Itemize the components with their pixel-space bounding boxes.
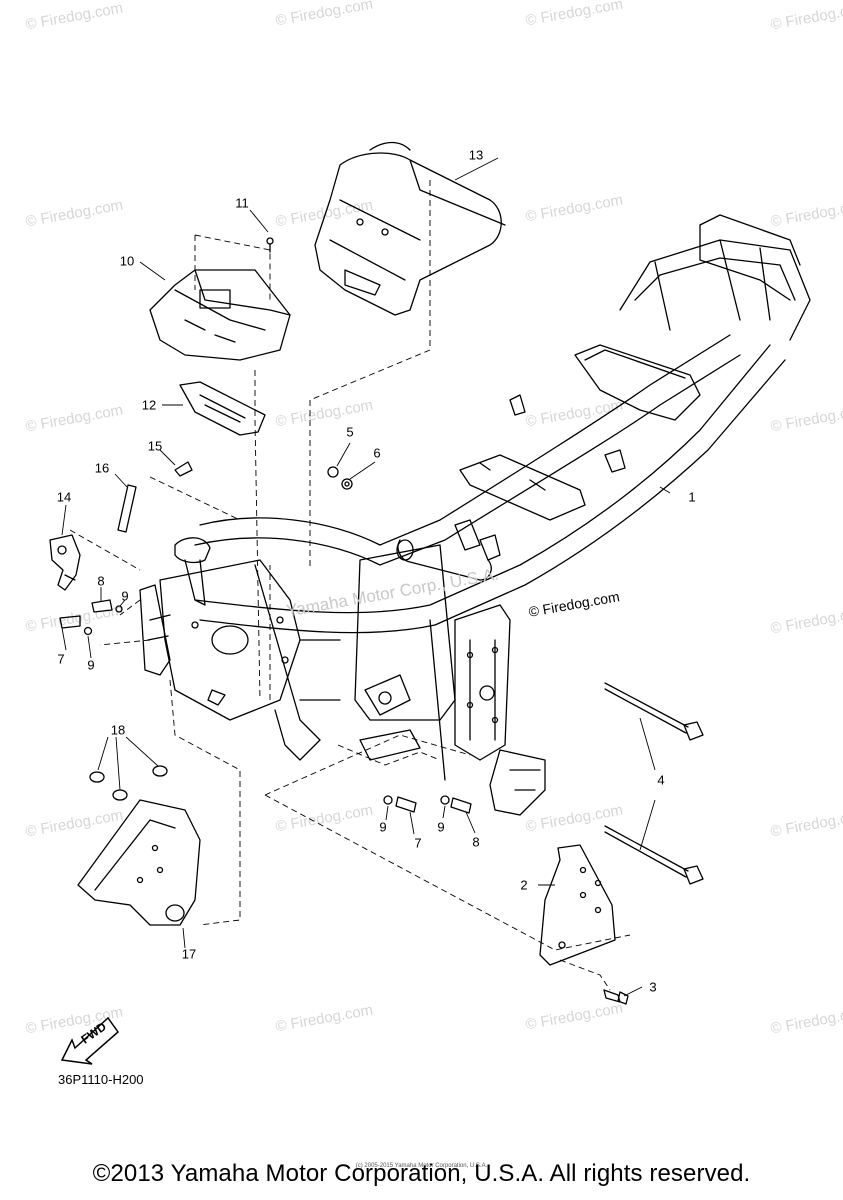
callout-14: 14 xyxy=(56,489,72,505)
diagram-part-code: 36P1110-H200 xyxy=(58,1072,144,1087)
callout-12: 12 xyxy=(141,397,157,413)
nut-washer-5-6 xyxy=(327,466,353,490)
fasteners-left xyxy=(59,599,123,636)
callout-2: 2 xyxy=(520,877,528,893)
bolt-15-part xyxy=(174,461,193,477)
callout-11: 11 xyxy=(235,195,249,211)
screw-part xyxy=(266,237,274,253)
callout-7: 7 xyxy=(414,835,422,851)
callout-9: 9 xyxy=(437,819,445,835)
callout-16: 16 xyxy=(94,460,110,476)
callout-13: 13 xyxy=(468,147,484,163)
callout-4: 4 xyxy=(657,772,665,788)
copyright-small-text: (c) 2005-2015 Yamaha Motor Corporation, … xyxy=(355,1163,488,1169)
callout-3: 3 xyxy=(649,979,657,995)
callout-9: 9 xyxy=(121,588,129,604)
front-cover-part xyxy=(149,269,291,361)
bracket-14-part xyxy=(49,534,81,591)
main-frame-part xyxy=(139,214,811,816)
forward-arrow-icon xyxy=(60,1016,120,1065)
callout-10: 10 xyxy=(119,253,135,269)
callout-6: 6 xyxy=(373,445,381,461)
leader-lines xyxy=(61,157,671,997)
bolt-3-part xyxy=(603,989,629,1005)
callout-18: 18 xyxy=(110,722,126,738)
clips-18-part xyxy=(89,765,168,801)
strip-16-part xyxy=(117,484,137,533)
rear-cover-part xyxy=(314,141,506,316)
callout-1: 1 xyxy=(688,489,696,505)
callout-8: 8 xyxy=(472,834,480,850)
undercover-17-part xyxy=(77,799,201,926)
fasteners-right xyxy=(383,795,472,814)
callout-7: 7 xyxy=(57,651,65,667)
plate-2-part xyxy=(539,844,616,966)
callout-9: 9 xyxy=(87,657,95,673)
callout-15: 15 xyxy=(147,438,163,454)
long-bolts-part xyxy=(604,682,704,885)
dashed-guides xyxy=(69,180,631,991)
copyright-notice: ©2013 Yamaha Motor Corporation, U.S.A. A… xyxy=(92,1160,751,1187)
small-bracket-part xyxy=(179,381,266,436)
callout-8: 8 xyxy=(97,573,105,589)
callout-17: 17 xyxy=(181,946,197,962)
callout-9: 9 xyxy=(379,819,387,835)
callout-5: 5 xyxy=(346,424,354,440)
